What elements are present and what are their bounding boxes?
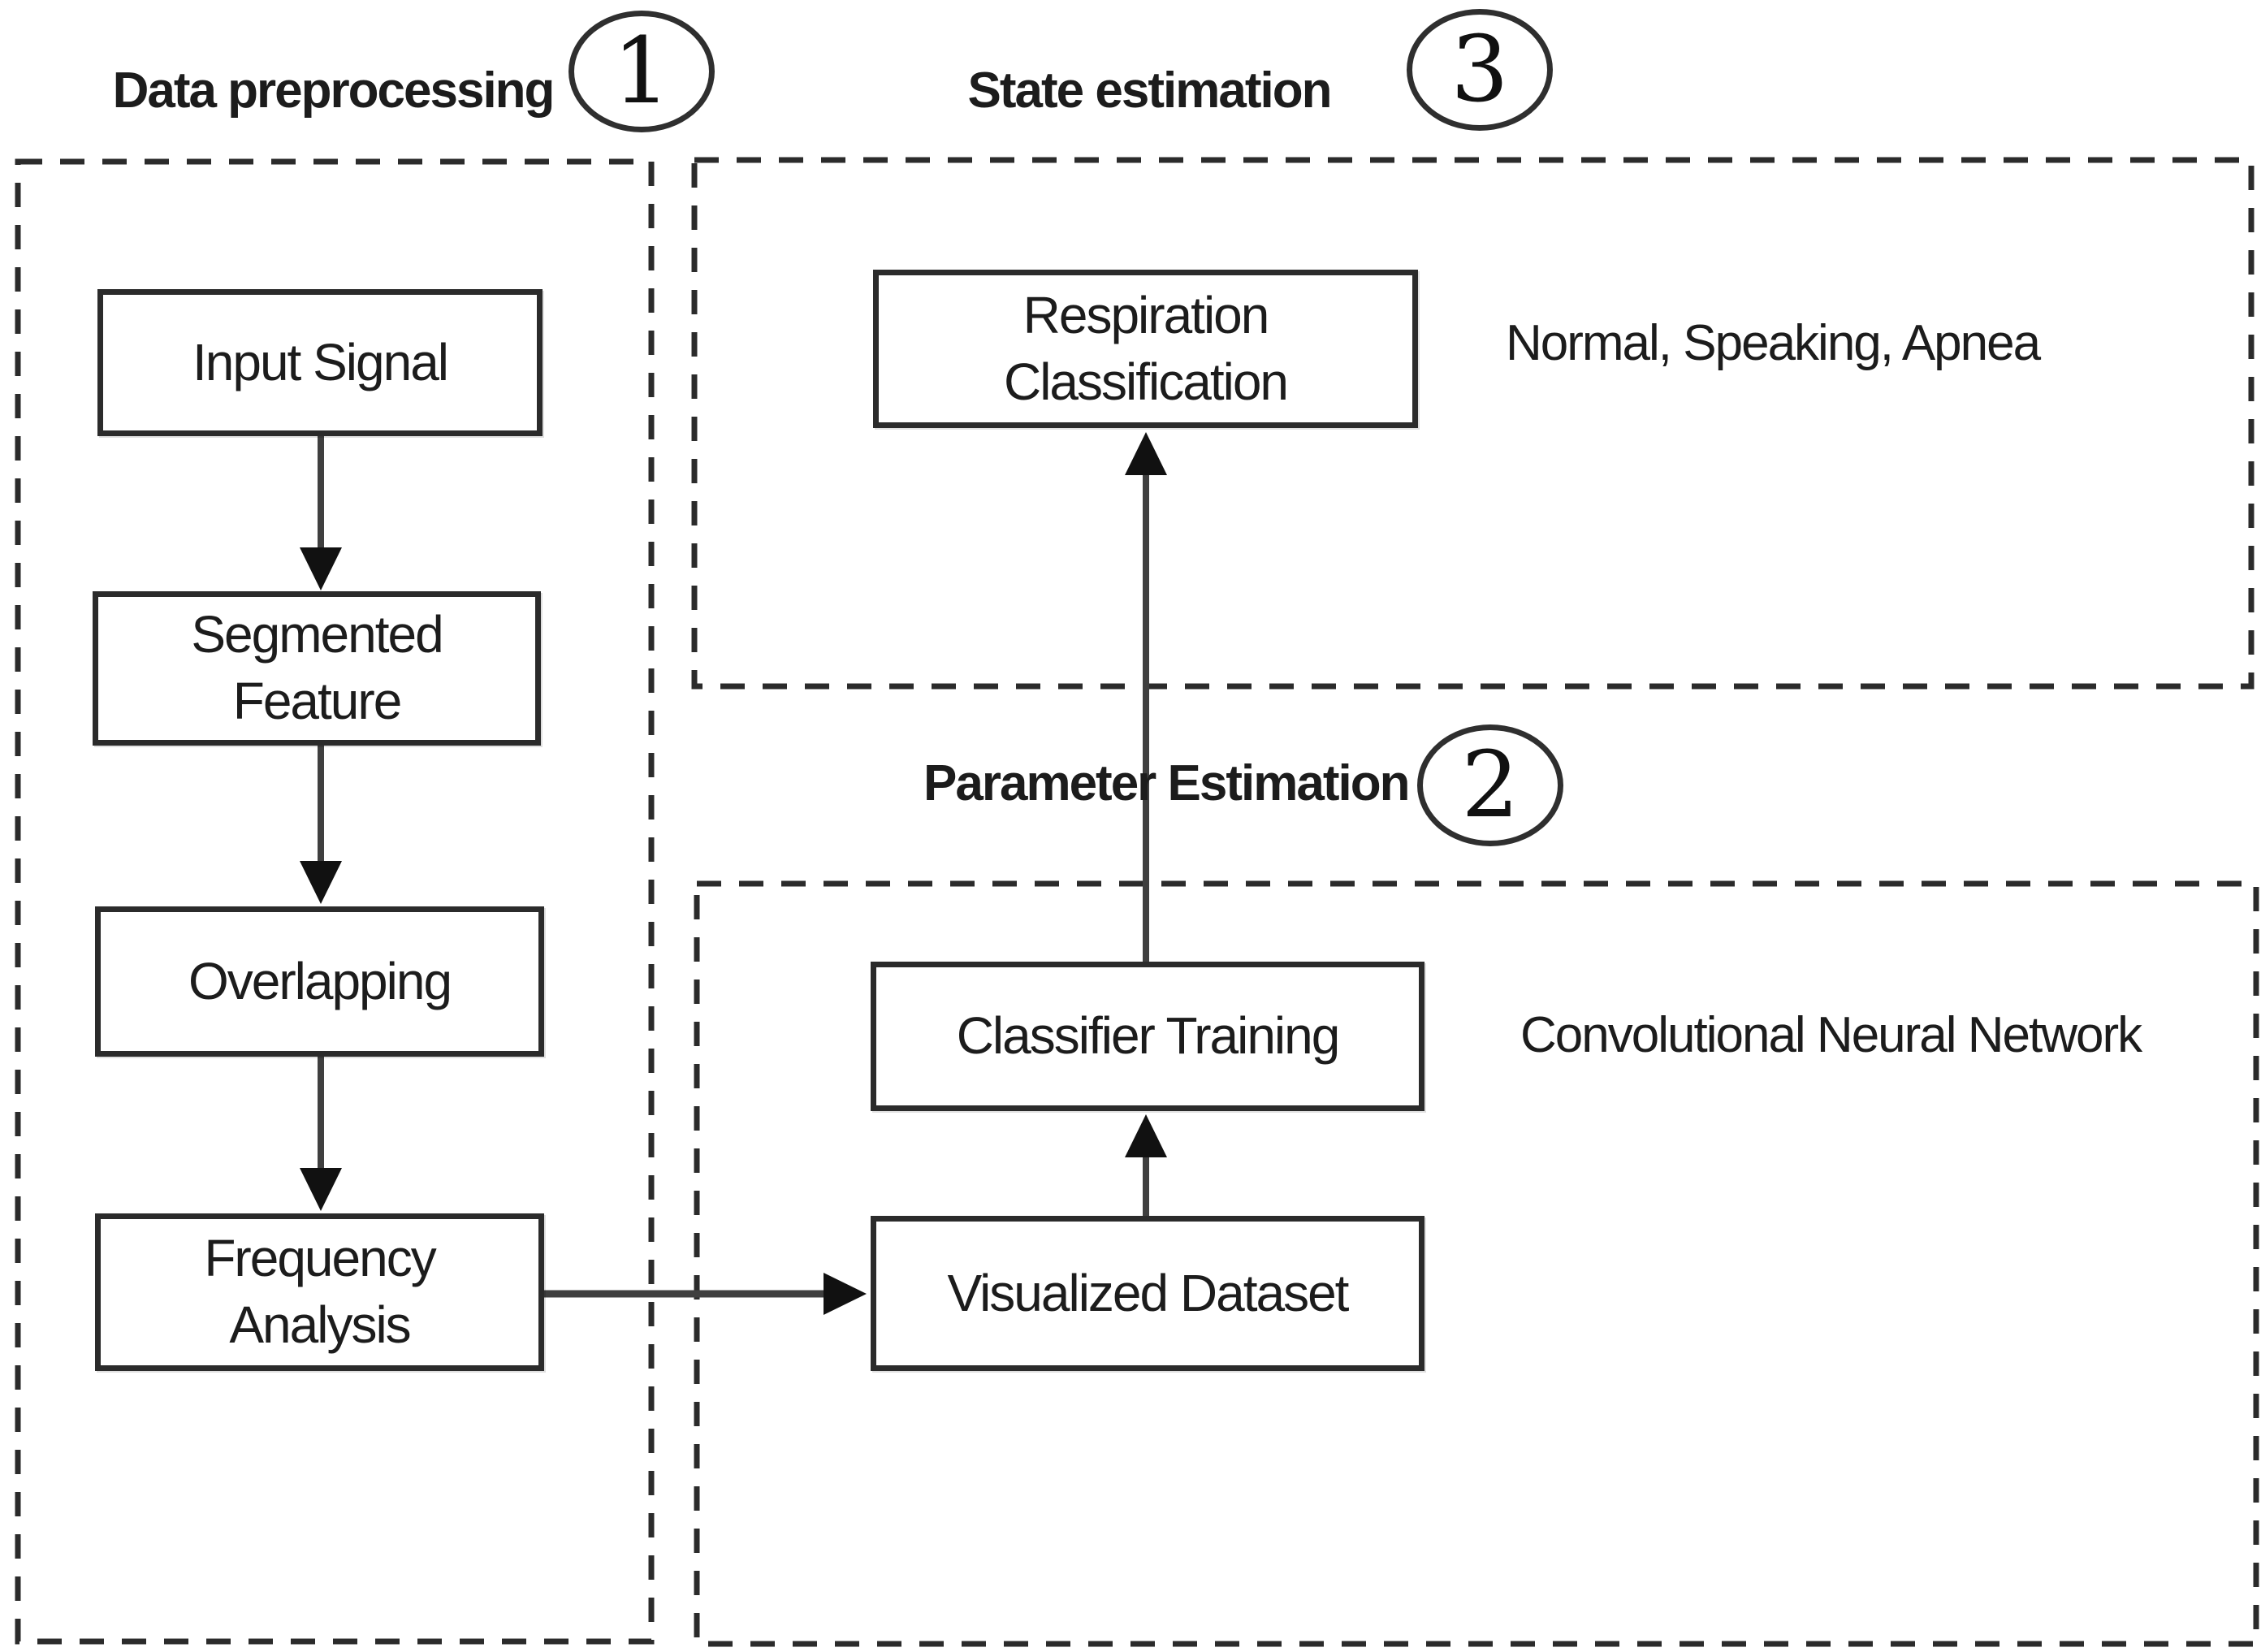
stage1-number-badge: 1 [568, 11, 715, 132]
annotation-cnn: Convolutional Neural Network [1520, 1007, 2142, 1063]
stage2-number: 2 [1461, 733, 1520, 838]
node-classifier-training: Classifier Training [871, 962, 1424, 1111]
stage2-number-badge: 2 [1417, 724, 1563, 846]
stage2-dashed-border [694, 880, 2259, 1647]
stage2-title: Parameter Estimation [923, 755, 1410, 811]
arrow-classifier-to-respiration [1125, 432, 1167, 962]
node-visualized-dataset: Visualized Dataset [871, 1216, 1424, 1371]
stage1-title: Data preprocessing [112, 63, 556, 119]
node-respiration-classification: Respiration Classification [873, 270, 1418, 428]
arrow-frequency-to-visualized [544, 1273, 867, 1315]
stage1-number: 1 [612, 19, 671, 124]
stage1-dashed-border [15, 158, 655, 1645]
arrow-overlapping-to-frequency [300, 1056, 342, 1211]
annotation-state-classes: Normal, Speaking, Apnea [1506, 315, 2041, 371]
node-segmented-feature: Segmented Feature [93, 591, 541, 746]
node-input-signal: Input Signal [97, 289, 543, 436]
arrow-input-to-segmented [300, 435, 342, 590]
stage3-title: State estimation [967, 63, 1333, 119]
stage3-number-badge: 3 [1407, 9, 1553, 131]
node-overlapping: Overlapping [95, 906, 544, 1057]
stage3-dashed-border [691, 157, 2255, 690]
stage3-number: 3 [1450, 17, 1509, 123]
arrow-visualized-to-classifier [1125, 1114, 1167, 1216]
arrow-segmented-to-overlapping [300, 746, 342, 904]
node-frequency-analysis: Frequency Analysis [95, 1213, 544, 1371]
